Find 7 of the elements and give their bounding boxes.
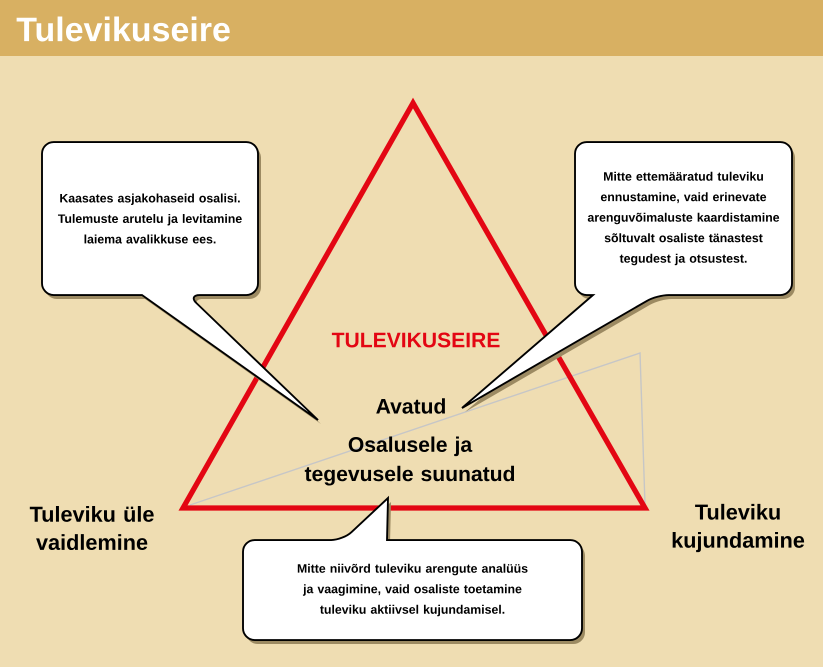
triangle-label: Osalusele ja tegevusele suunatud (304, 436, 514, 486)
speech-bubble: Kaasates asjakohaseid osalisi. Tulemuste arutelu ja levitamine laiema avalikkuse ees. (41, 141, 321, 424)
corner-label: Tuleviku kujundamine (672, 504, 804, 552)
corner-label: Tuleviku üle vaidlemine (30, 506, 154, 550)
title-band: Tulevikuseire (0, 0, 823, 56)
triangle-label: Avatud (376, 398, 445, 414)
speech-bubble: Mitte niivõrd tuleviku arengute analüüs ja vaagimine, vaid osaliste toetamine tuleviku aktiivsel kujundamisel. (242, 497, 585, 644)
